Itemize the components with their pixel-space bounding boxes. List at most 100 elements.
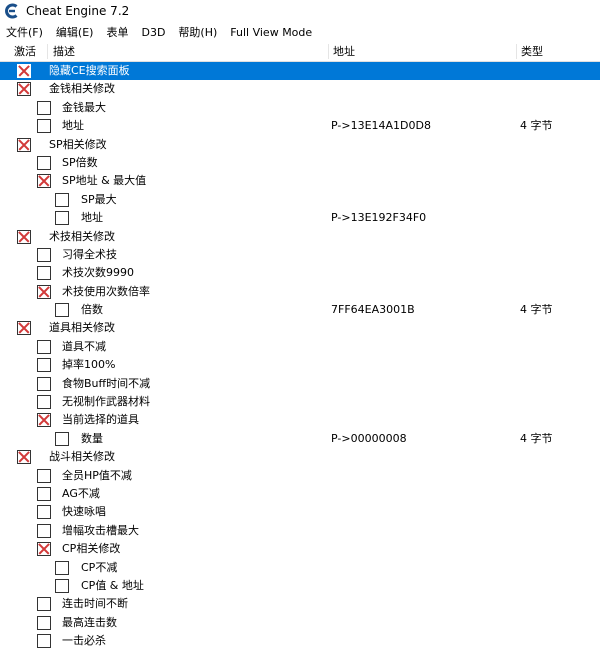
menu-full-view-mode[interactable]: Full View Mode [230, 25, 313, 39]
column-divider[interactable] [47, 44, 48, 59]
table-row[interactable]: 连击时间不断 [0, 595, 600, 613]
table-row[interactable]: SP相关修改 [0, 136, 600, 154]
active-checkbox[interactable] [37, 468, 51, 483]
active-checkbox[interactable] [37, 523, 51, 538]
active-checkbox[interactable] [17, 321, 31, 336]
active-checkbox[interactable] [37, 174, 51, 189]
table-row[interactable]: SP地址 & 最大值 [0, 172, 600, 190]
row-description: CP相关修改 [62, 542, 121, 556]
active-checkbox[interactable] [37, 284, 51, 299]
active-checkbox[interactable] [37, 542, 51, 557]
column-active[interactable]: 激活 [14, 45, 36, 58]
cheat-engine-icon [5, 3, 18, 19]
active-checkbox[interactable] [55, 560, 69, 575]
active-checkbox[interactable] [37, 339, 51, 354]
table-row[interactable]: 增幅攻击槽最大 [0, 522, 600, 540]
table-row[interactable]: 道具相关修改 [0, 319, 600, 337]
column-type[interactable]: 类型 [521, 45, 543, 58]
active-checkbox[interactable] [37, 266, 51, 281]
active-checkbox[interactable] [37, 376, 51, 391]
table-row[interactable]: 全员HP值不减 [0, 467, 600, 485]
active-checkbox[interactable] [55, 211, 69, 226]
row-description: 无视制作武器材料 [62, 395, 150, 409]
table-row[interactable]: 金钱相关修改 [0, 80, 600, 98]
table-row[interactable]: 战斗相关修改 [0, 448, 600, 466]
table-row[interactable]: CP相关修改 [0, 540, 600, 558]
active-checkbox[interactable] [37, 100, 51, 115]
row-type: 4 字节 [520, 119, 553, 133]
title-bar: Cheat Engine 7.2 [0, 0, 600, 22]
active-checkbox[interactable] [37, 413, 51, 428]
row-description: SP倍数 [62, 155, 98, 169]
table-row[interactable]: 习得全术技 [0, 246, 600, 264]
active-checkbox[interactable] [37, 615, 51, 630]
menu-d3d[interactable]: D3D [141, 25, 166, 39]
row-description: 道具不减 [62, 339, 106, 353]
active-checkbox[interactable] [37, 247, 51, 262]
active-checkbox[interactable] [17, 229, 31, 244]
table-row[interactable]: SP最大 [0, 191, 600, 209]
column-divider[interactable] [516, 44, 517, 59]
row-description: CP不减 [81, 560, 118, 574]
row-address: P->13E14A1D0D8 [331, 119, 431, 133]
table-row[interactable]: AG不减 [0, 485, 600, 503]
table-row[interactable]: CP值 & 地址 [0, 577, 600, 595]
active-checkbox[interactable] [37, 634, 51, 649]
column-divider[interactable] [328, 44, 329, 59]
row-type: 4 字节 [520, 431, 553, 445]
table-row[interactable]: 最高连击数 [0, 614, 600, 632]
table-row[interactable]: 术技相关修改 [0, 228, 600, 246]
row-description: 全员HP值不减 [62, 468, 132, 482]
column-description[interactable]: 描述 [53, 45, 75, 58]
table-row[interactable]: 无视制作武器材料 [0, 393, 600, 411]
table-row[interactable]: 快速咏唱 [0, 503, 600, 521]
table-header: 激活 描述 地址 类型 [0, 42, 600, 62]
table-row[interactable]: 金钱最大 [0, 99, 600, 117]
menu-help[interactable]: 帮助(H) [178, 26, 218, 39]
table-row[interactable]: 掉率100% [0, 356, 600, 374]
active-checkbox[interactable] [55, 431, 69, 446]
active-checkbox[interactable] [55, 192, 69, 207]
menu-bar: 文件(F) 编辑(E) 表单 D3D 帮助(H) Full View Mode [0, 22, 600, 42]
table-row[interactable]: 隐藏CE搜索面板 [0, 62, 600, 81]
table-row[interactable]: 当前选择的道具 [0, 411, 600, 429]
table-row[interactable]: 术技次数9990 [0, 264, 600, 282]
active-checkbox[interactable] [37, 505, 51, 520]
active-checkbox[interactable] [37, 155, 51, 170]
row-description: 术技次数9990 [62, 266, 134, 280]
active-checkbox[interactable] [17, 82, 31, 97]
table-row[interactable]: 术技使用次数倍率 [0, 283, 600, 301]
active-checkbox[interactable] [37, 119, 51, 134]
column-address[interactable]: 地址 [333, 45, 355, 58]
row-description: 金钱最大 [62, 100, 106, 114]
active-checkbox[interactable] [17, 450, 31, 465]
table-row[interactable]: 一击必杀 [0, 632, 600, 650]
active-checkbox[interactable] [37, 486, 51, 501]
row-description: 掉率100% [62, 358, 116, 372]
table-row[interactable]: 食物Buff时间不减 [0, 375, 600, 393]
table-row[interactable]: SP倍数 [0, 154, 600, 172]
row-address: P->13E192F34F0 [331, 211, 427, 225]
menu-file[interactable]: 文件(F) [6, 26, 43, 39]
row-description: CP值 & 地址 [81, 578, 144, 592]
active-checkbox[interactable] [37, 358, 51, 373]
active-checkbox[interactable] [55, 303, 69, 318]
row-description: SP地址 & 最大值 [62, 174, 147, 188]
active-checkbox[interactable] [37, 597, 51, 612]
row-description: 倍数 [81, 303, 103, 317]
row-address: 7FF64EA3001B [331, 303, 415, 317]
active-checkbox[interactable] [37, 395, 51, 410]
row-description: SP最大 [81, 192, 117, 206]
active-checkbox[interactable] [17, 137, 31, 152]
menu-edit[interactable]: 编辑(E) [55, 26, 94, 39]
active-checkbox[interactable] [55, 578, 69, 593]
active-checkbox[interactable] [17, 64, 31, 78]
table-row[interactable]: CP不减 [0, 559, 600, 577]
menu-table[interactable]: 表单 [106, 26, 129, 39]
table-row[interactable]: 道具不减 [0, 338, 600, 356]
